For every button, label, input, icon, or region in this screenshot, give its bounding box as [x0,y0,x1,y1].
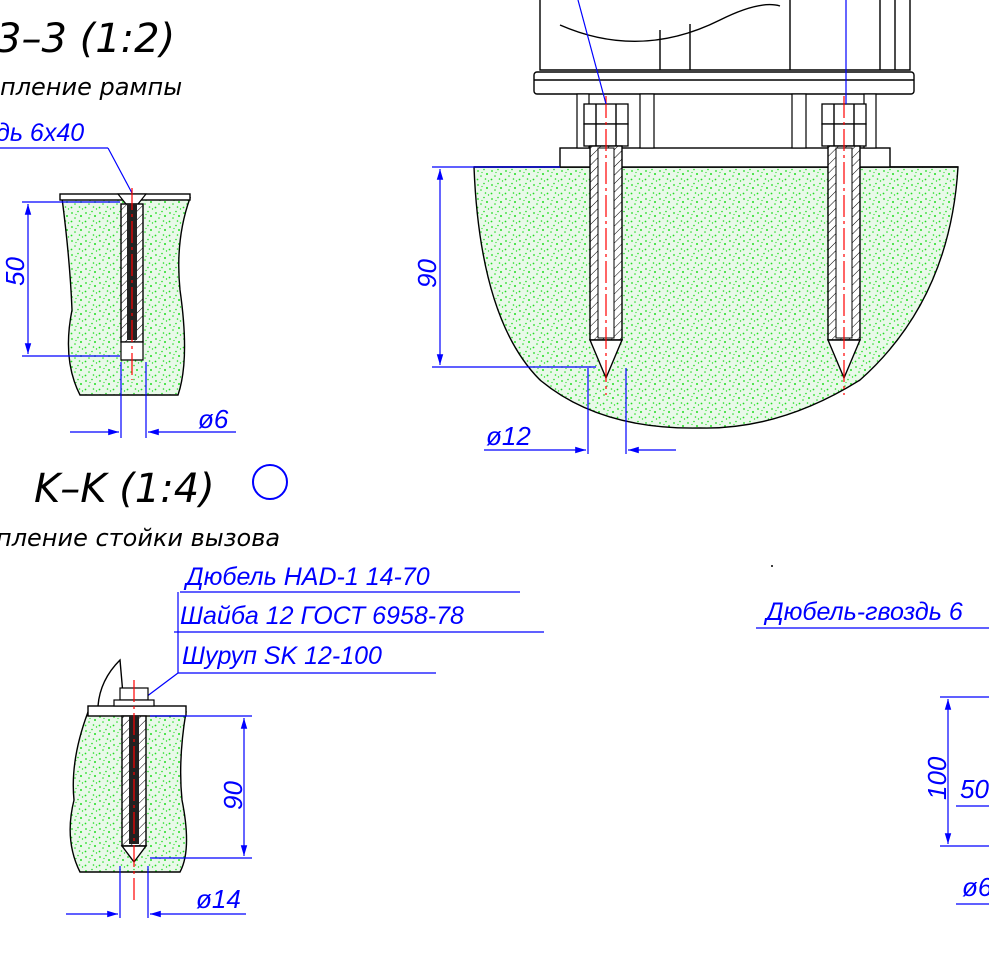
callout-line-1: Дюбель HAD-1 14-70 [183,563,430,591]
stud-3 [791,93,807,149]
dim-depth-label: 50 [0,257,30,286]
section-3-3-leader-label: дь 6х40 [0,119,84,147]
dim-depth-label: 50 [960,774,989,804]
base-plate [559,147,891,168]
callout-line-3: Шуруп SK 12-100 [182,642,382,670]
section-marker-circle [252,464,288,500]
dim-diameter-label: ø6 [198,404,229,434]
base-plate [87,705,187,717]
section-3-3-title: 3–3 (1:2) [0,16,175,62]
post-casing-curve [559,3,781,42]
section-k-k-title: K–K (1:4) [34,466,215,512]
post-wall [97,658,125,707]
dim-diameter-label: ø6 [962,872,989,902]
dim-diameter-label: ø12 [486,421,531,451]
section-k-k-caption: пление стойки вызова [0,524,280,552]
dim-diameter-label: ø14 [196,884,241,914]
concrete-mass [473,166,959,429]
leader-line [107,147,133,194]
right-leader-label: Дюбель-гвоздь 6 [763,598,963,626]
section-top-anchor: 90 ø12 [412,0,959,454]
nail-tip [120,341,144,361]
section-3-3: 3–3 (1:2) пление рампы дь 6х40 50 ø6 [0,16,236,438]
section-3-3-caption: пление рампы [0,73,182,101]
dim-total-label: 100 [922,756,952,800]
section-k-k: K–K (1:4) пление стойки вызова Дюбель HA… [0,464,544,918]
base-flange [533,71,915,95]
stud-2 [639,93,655,149]
leader-top-left [577,0,607,105]
stray-dot [771,565,773,567]
callout-line-2: Шайба 12 ГОСТ 6958-78 [180,602,464,630]
dim-depth-label: 90 [218,781,248,810]
section-right-partial: Дюбель-гвоздь 6 100 50 ø6 [756,565,989,905]
dim-depth-label: 90 [412,259,442,288]
post-casing [539,0,911,71]
